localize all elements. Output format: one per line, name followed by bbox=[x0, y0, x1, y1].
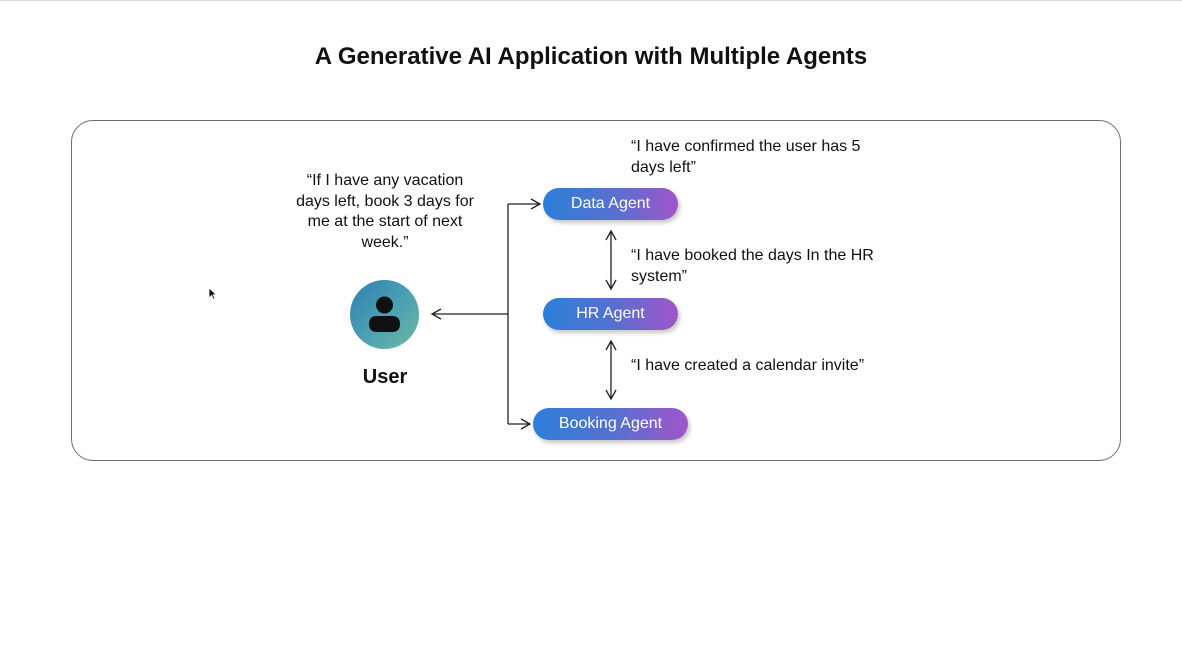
diagram-title: A Generative AI Application with Multipl… bbox=[314, 43, 868, 70]
mouse-cursor-icon bbox=[208, 287, 218, 301]
hr-agent-pill: HR Agent bbox=[543, 298, 678, 330]
user-quote: “If I have any vacation days left, book … bbox=[296, 172, 474, 251]
person-icon bbox=[369, 296, 400, 332]
user-label: User bbox=[362, 366, 408, 388]
booking-agent-quote: “I have created a calendar invite” bbox=[631, 357, 865, 374]
data-agent-quote: “I have confirmed the user has 5 days le… bbox=[631, 138, 861, 176]
data-agent-pill: Data Agent bbox=[543, 188, 678, 220]
booking-agent-pill: Booking Agent bbox=[533, 408, 688, 440]
diagram-frame bbox=[71, 120, 1121, 461]
user-avatar bbox=[350, 280, 419, 349]
hr-agent-quote: “I have booked the days In the HR system… bbox=[631, 247, 874, 285]
